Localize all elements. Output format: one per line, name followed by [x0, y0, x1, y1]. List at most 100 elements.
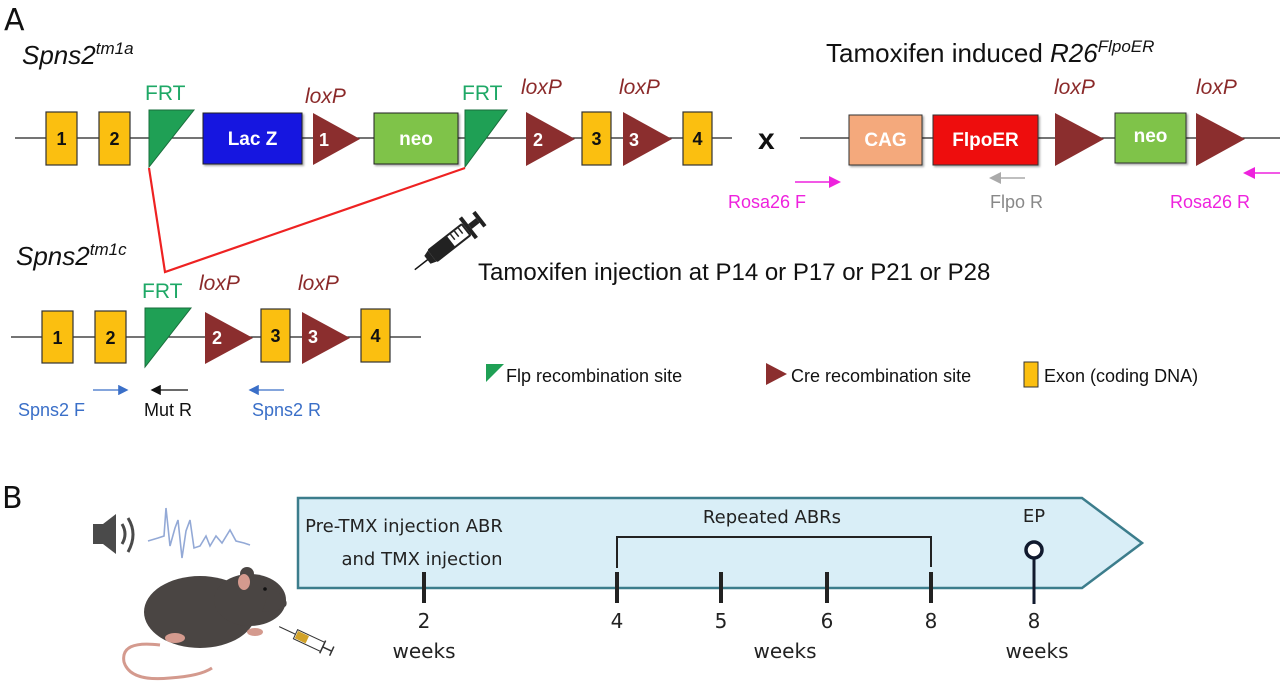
flpo-title: Tamoxifen induced R26FlpoER	[826, 37, 1154, 68]
tm1c-loxp-label-1: loxP	[199, 272, 240, 295]
speaker-icon	[93, 514, 135, 554]
svg-text:1: 1	[319, 130, 329, 150]
timeline-tick-label-0: 2	[418, 609, 431, 633]
cross-symbol: x	[758, 123, 775, 156]
flpo-title-plain: Tamoxifen induced	[826, 38, 1050, 68]
tm1a-exon-3: 3	[581, 111, 612, 166]
svg-text:2: 2	[212, 328, 222, 348]
tm1a-loxp-label-3: loxP	[619, 76, 660, 99]
svg-text:Lac Z: Lac Z	[228, 129, 278, 150]
pre-tmx-label-line1: Pre-TMX injection ABR	[305, 516, 503, 537]
tamoxifen-injection-label: Tamoxifen injection at P14 or P17 or P21…	[478, 259, 990, 286]
tm1c-exon-4: 4	[360, 308, 391, 363]
svg-text:neo: neo	[399, 129, 433, 150]
pre-tmx-label-line2: and TMX injection	[341, 549, 502, 570]
legend-flp-swatch	[486, 364, 504, 382]
svg-text:3: 3	[270, 326, 280, 346]
svg-text:3: 3	[308, 327, 318, 347]
rosa26-r-label: Rosa26 R	[1170, 192, 1250, 212]
svg-text:FlpoER: FlpoER	[952, 130, 1019, 151]
tm1a-loxp-site-2: 2	[526, 112, 575, 166]
timeline-tick-label-5: 8	[1028, 609, 1041, 633]
legend-item-cre: Cre recombination site	[766, 363, 971, 386]
mut-r-label: Mut R	[144, 400, 192, 420]
legend-exon-label: Exon (coding DNA)	[1044, 366, 1198, 386]
legend-cre-label: Cre recombination site	[791, 366, 971, 386]
mouse-syringe-icon	[278, 626, 335, 656]
svg-text:2: 2	[105, 328, 115, 348]
legend-flp-label: Flp recombination site	[506, 366, 682, 386]
tm1c-exon-1: 1	[41, 310, 74, 364]
svg-text:neo: neo	[1134, 126, 1168, 147]
tm1a-title: Spns2tm1a	[22, 39, 134, 70]
tm1c-exon-2: 2	[94, 310, 127, 364]
flpo-neo-cassette: neo	[1114, 112, 1187, 164]
svg-text:4: 4	[692, 129, 702, 149]
legend: Flp recombination site Cre recombination…	[486, 361, 1198, 388]
flpo-r-label: Flpo R	[990, 192, 1043, 212]
panel-letter-a: A	[4, 3, 25, 38]
tm1a-loxp-label-1: loxP	[305, 85, 346, 108]
tm1a-loxp-label-2: loxP	[521, 76, 562, 99]
timeline-tick-label-3: 6	[821, 609, 834, 633]
tm1c-loxp-site-2: 2	[205, 312, 253, 364]
spns2-r-label: Spns2 R	[252, 400, 321, 420]
spns2-f-label: Spns2 F	[18, 400, 85, 420]
tm1c-title: Spns2tm1c	[16, 240, 127, 271]
tm1c-title-sup: tm1c	[90, 240, 127, 259]
flpo-loxp-site-1	[1055, 113, 1104, 166]
legend-cre-swatch	[766, 363, 787, 385]
tm1a-exon-1: 1	[45, 111, 78, 166]
syringe-icon	[414, 210, 487, 271]
tm1a-loxp-site-1: 1	[313, 113, 360, 165]
timeline-tick-label-1: 4	[611, 609, 624, 633]
tm1a-frt-label-2: FRT	[462, 82, 503, 105]
timeline-tick-label-4: 8	[925, 609, 938, 633]
tm1c-loxp-site-3: 3	[302, 312, 350, 364]
svg-text:1: 1	[52, 328, 62, 348]
legend-item-exon: Exon (coding DNA)	[1023, 361, 1198, 388]
tm1a-title-sup: tm1a	[96, 39, 134, 58]
svg-text:2: 2	[109, 129, 119, 149]
repeated-abrs-label: Repeated ABRs	[703, 507, 841, 528]
tm1c-loxp-label-2: loxP	[298, 272, 339, 295]
legend-exon-swatch	[1023, 361, 1039, 388]
timeline-tick-label-2: 5	[715, 609, 728, 633]
svg-text:3: 3	[629, 130, 639, 150]
tm1a-exon-4: 4	[682, 111, 713, 166]
timeline-weeks-label-0: weeks	[393, 639, 456, 663]
rosa26-f-label: Rosa26 F	[728, 192, 806, 212]
panel-letter-b: B	[2, 481, 23, 516]
ep-label: EP	[1023, 506, 1045, 527]
tm1c-frt-label: FRT	[142, 280, 183, 303]
tm1a-exon-2: 2	[98, 111, 131, 166]
svg-text:CAG: CAG	[864, 130, 906, 151]
tm1c-title-main: Spns2	[16, 241, 90, 271]
flpo-loxp-label-2: loxP	[1196, 76, 1237, 99]
tm1a-lacz-cassette: Lac Z	[202, 112, 303, 165]
mouse-icon	[122, 567, 287, 681]
svg-text:2: 2	[533, 130, 543, 150]
timeline-weeks-label-5: weeks	[1006, 639, 1069, 663]
tm1a-frt-site-2	[464, 109, 508, 169]
abr-waveform-icon	[147, 507, 251, 559]
flpoer-cassette: FlpoER	[932, 114, 1039, 166]
flpo-loxp-site-2	[1196, 113, 1245, 166]
tm1a-frt-site-1	[148, 109, 196, 169]
svg-text:1: 1	[56, 129, 66, 149]
tm1a-loxp-site-3: 3	[623, 112, 672, 166]
tm1c-frt-site	[144, 307, 193, 369]
tm1a-neo-cassette: neo	[373, 112, 459, 165]
flp-recombination-connector	[147, 166, 466, 274]
svg-text:4: 4	[370, 326, 380, 346]
timeline-weeks-label-2: weeks	[754, 639, 817, 663]
tm1a-title-main: Spns2	[22, 40, 96, 70]
svg-text:3: 3	[591, 129, 601, 149]
repeated-abrs-bracket	[616, 536, 932, 568]
cag-promoter: CAG	[848, 114, 923, 166]
tm1c-exon-3: 3	[260, 308, 291, 363]
flpo-title-italic: R26	[1050, 38, 1098, 68]
flpo-title-sup: FlpoER	[1098, 37, 1155, 56]
